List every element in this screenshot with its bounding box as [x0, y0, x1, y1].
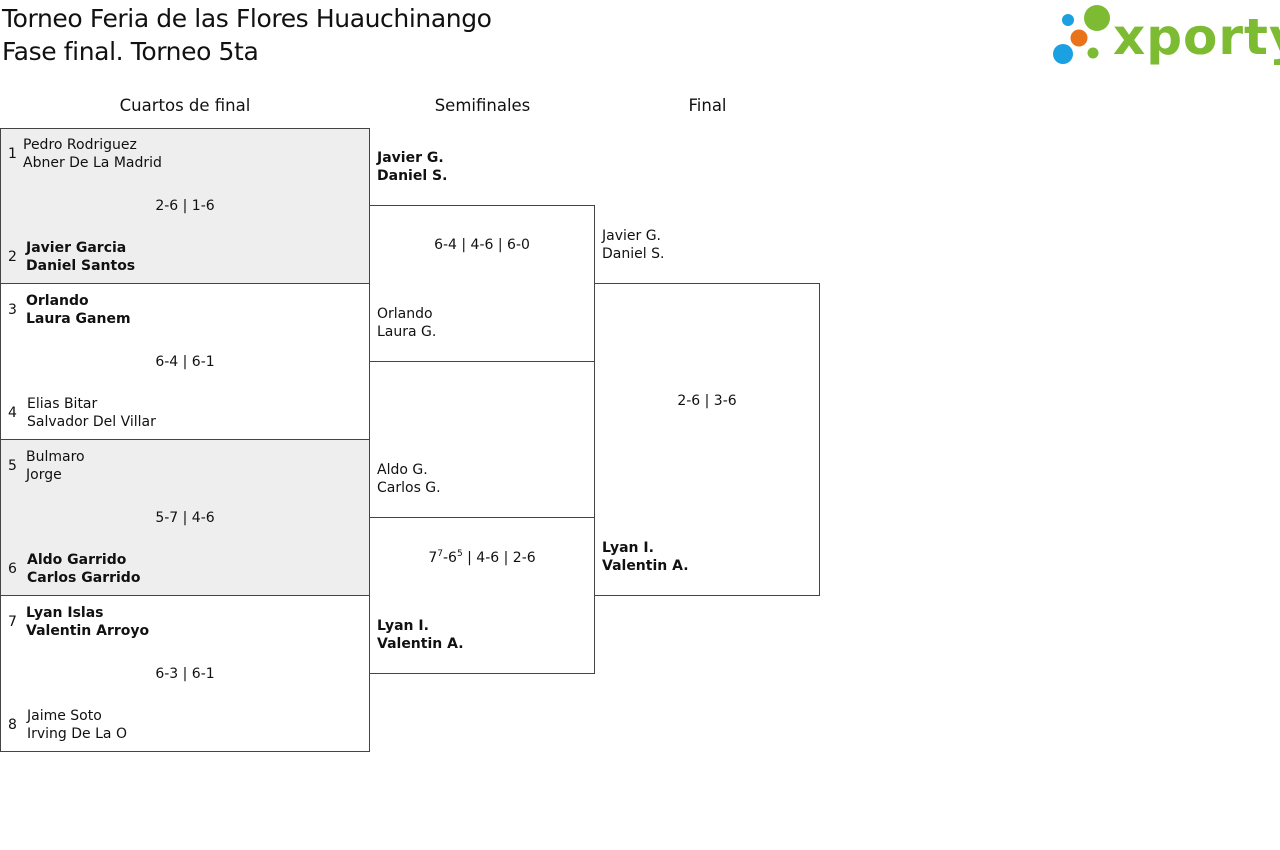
team-entry: Pedro Rodriguez Abner De La Madrid — [23, 136, 162, 172]
player-name: Orlando — [26, 293, 89, 309]
player-name: Salvador Del Villar — [27, 414, 156, 430]
player-name: Lyan I. — [602, 540, 654, 556]
player-name: Lyan I. — [377, 618, 429, 634]
semifinal-match-2: 77-65 | 4-6 | 2-6 Lyan I. Valentin A. — [369, 517, 595, 674]
team-entry-winner: Lyan I. Valentin A. — [377, 617, 464, 653]
seed-number: 3 — [8, 302, 17, 318]
player-name: Valentin Arroyo — [26, 623, 150, 639]
seed-number: 7 — [8, 614, 17, 630]
player-name: Javier Garcia — [26, 240, 127, 256]
player-name: Pedro Rodriguez — [23, 137, 137, 153]
semifinal-2-team-a: Aldo G. Carlos G. — [377, 461, 441, 497]
player-name: Bulmaro — [26, 449, 85, 465]
quarterfinal-match-2: 3 Orlando Laura Ganem 6-4 | 6-1 4 Elias … — [0, 283, 370, 440]
semifinal-1-team-a-winner: Javier G. Daniel S. — [377, 149, 447, 185]
page-subtitle: Fase final. Torneo 5ta — [2, 37, 259, 66]
round-header-final: Final — [688, 96, 727, 115]
logo-wordmark: xporty — [1113, 8, 1280, 66]
match-score: 77-65 | 4-6 | 2-6 — [428, 549, 536, 567]
team-entry-winner: Javier Garcia Daniel Santos — [26, 239, 135, 275]
quarterfinal-match-4: 7 Lyan Islas Valentin Arroyo 6-3 | 6-1 8… — [0, 595, 370, 752]
team-entry: Elias Bitar Salvador Del Villar — [27, 395, 156, 431]
team-entry-winner: Lyan I. Valentin A. — [602, 539, 689, 575]
player-name: Abner De La Madrid — [23, 155, 162, 171]
seed-number: 2 — [8, 249, 17, 265]
player-name: Aldo G. — [377, 462, 428, 478]
player-name: Laura G. — [377, 324, 437, 340]
player-name: Daniel Santos — [26, 258, 136, 274]
player-name: Javier G. — [602, 228, 662, 244]
match-score: 6-4 | 4-6 | 6-0 — [434, 237, 530, 253]
team-entry-winner: Aldo Garrido Carlos Garrido — [27, 551, 140, 587]
match-score: 2-6 | 1-6 — [155, 198, 215, 214]
logo-dots-icon — [1053, 5, 1110, 64]
player-name: Jaime Soto — [27, 708, 102, 724]
player-name: Irving De La O — [27, 726, 127, 742]
seed-number: 5 — [8, 458, 17, 474]
team-entry: Bulmaro Jorge — [26, 448, 85, 484]
semifinal-match-1: 6-4 | 4-6 | 6-0 Orlando Laura G. — [369, 205, 595, 362]
page-title: Torneo Feria de las Flores Huauchinango — [2, 4, 492, 33]
team-entry: Jaime Soto Irving De La O — [27, 707, 127, 743]
player-name: Orlando — [377, 306, 433, 322]
team-entry: Orlando Laura G. — [377, 305, 436, 341]
seed-number: 1 — [8, 146, 17, 162]
seed-number: 4 — [8, 405, 17, 421]
match-score: 2-6 | 3-6 — [677, 393, 737, 409]
xporty-logo[interactable]: xporty — [1050, 4, 1280, 66]
player-name: Aldo Garrido — [27, 552, 127, 568]
match-score: 6-3 | 6-1 — [155, 666, 215, 682]
quarterfinal-match-1: 1 Pedro Rodriguez Abner De La Madrid 2-6… — [0, 128, 370, 284]
player-name: Daniel S. — [602, 246, 665, 262]
final-match: 2-6 | 3-6 Lyan I. Valentin A. — [594, 283, 820, 596]
player-name: Lyan Islas — [26, 605, 104, 621]
player-name: Carlos G. — [377, 480, 441, 496]
team-entry-winner: Lyan Islas Valentin Arroyo — [26, 604, 149, 640]
seed-number: 8 — [8, 717, 17, 733]
player-name: Valentin A. — [602, 558, 689, 574]
team-entry-winner: Orlando Laura Ganem — [26, 292, 131, 328]
seed-number: 6 — [8, 561, 17, 577]
player-name: Carlos Garrido — [27, 570, 141, 586]
player-name: Jorge — [26, 467, 62, 483]
match-score: 6-4 | 6-1 — [155, 354, 215, 370]
player-name: Elias Bitar — [27, 396, 98, 412]
round-header-semifinals: Semifinales — [434, 96, 531, 115]
player-name: Laura Ganem — [26, 311, 131, 327]
player-name: Daniel S. — [377, 168, 448, 184]
match-score: 5-7 | 4-6 — [155, 510, 215, 526]
final-team-a: Javier G. Daniel S. — [602, 227, 664, 263]
player-name: Valentin A. — [377, 636, 464, 652]
round-header-quarterfinals: Cuartos de final — [119, 96, 251, 115]
quarterfinal-match-3: 5 Bulmaro Jorge 5-7 | 4-6 6 Aldo Garrido… — [0, 439, 370, 596]
player-name: Javier G. — [377, 150, 444, 166]
